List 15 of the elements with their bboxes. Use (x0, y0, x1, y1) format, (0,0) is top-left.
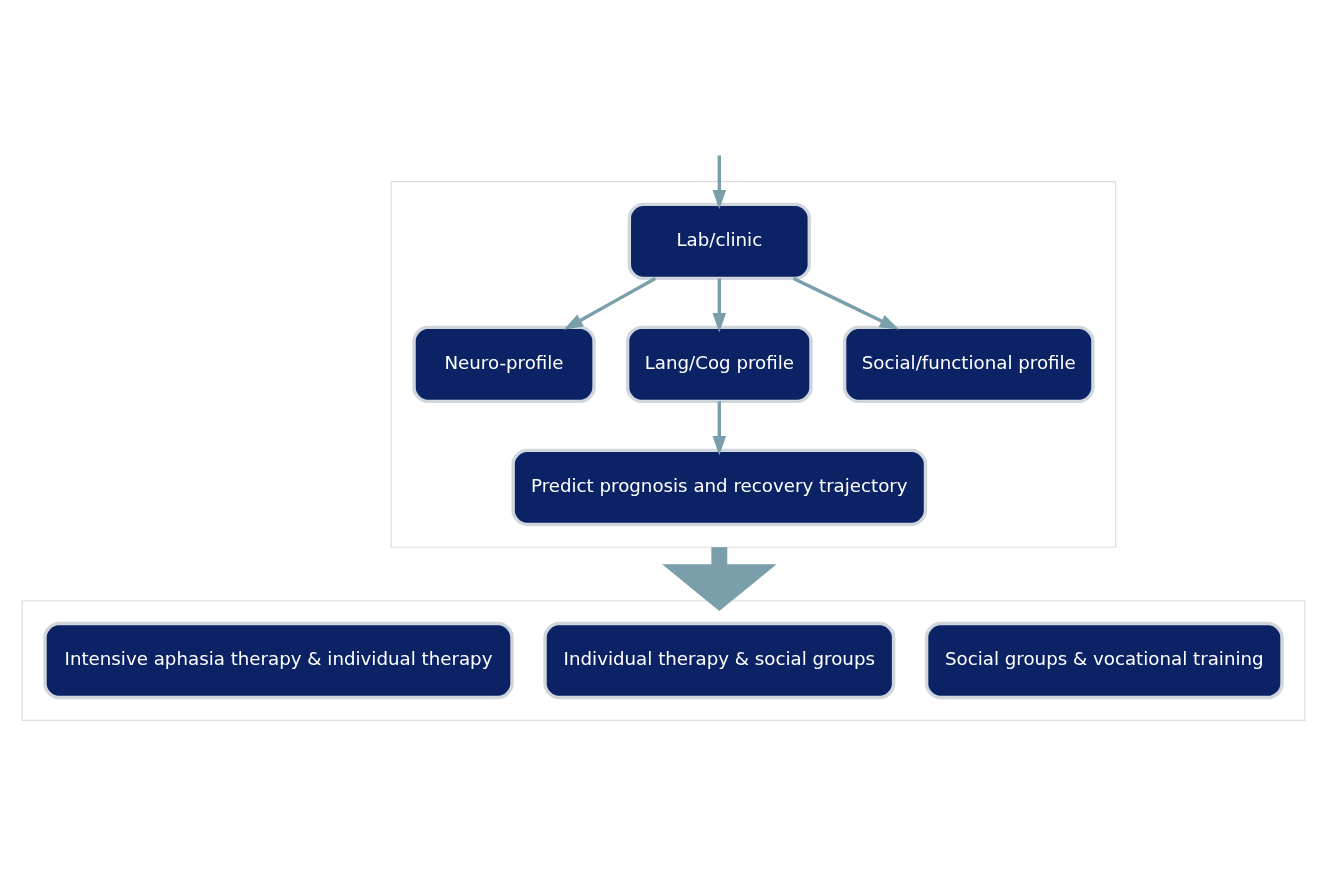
arrow (563, 276, 657, 330)
arrow (792, 276, 900, 330)
node-box: Lang/Cog profile (625, 325, 813, 403)
cluster (21, 599, 1306, 721)
node-box: Lab/clinic (627, 202, 811, 280)
cluster (390, 180, 1117, 548)
node-box: Predict prognosis and recovery trajectory (511, 448, 928, 526)
node-box: Social groups & vocational training (924, 621, 1284, 699)
node-box: Individual therapy & social groups (543, 621, 896, 699)
node-box: Intensive aphasia therapy & individual therapy (43, 621, 514, 699)
node-box: Neuro-profile (412, 325, 596, 403)
node-box: Social/functional profile (842, 325, 1095, 403)
arrow (712, 400, 727, 455)
arrow (712, 277, 727, 332)
arrow (712, 154, 727, 209)
